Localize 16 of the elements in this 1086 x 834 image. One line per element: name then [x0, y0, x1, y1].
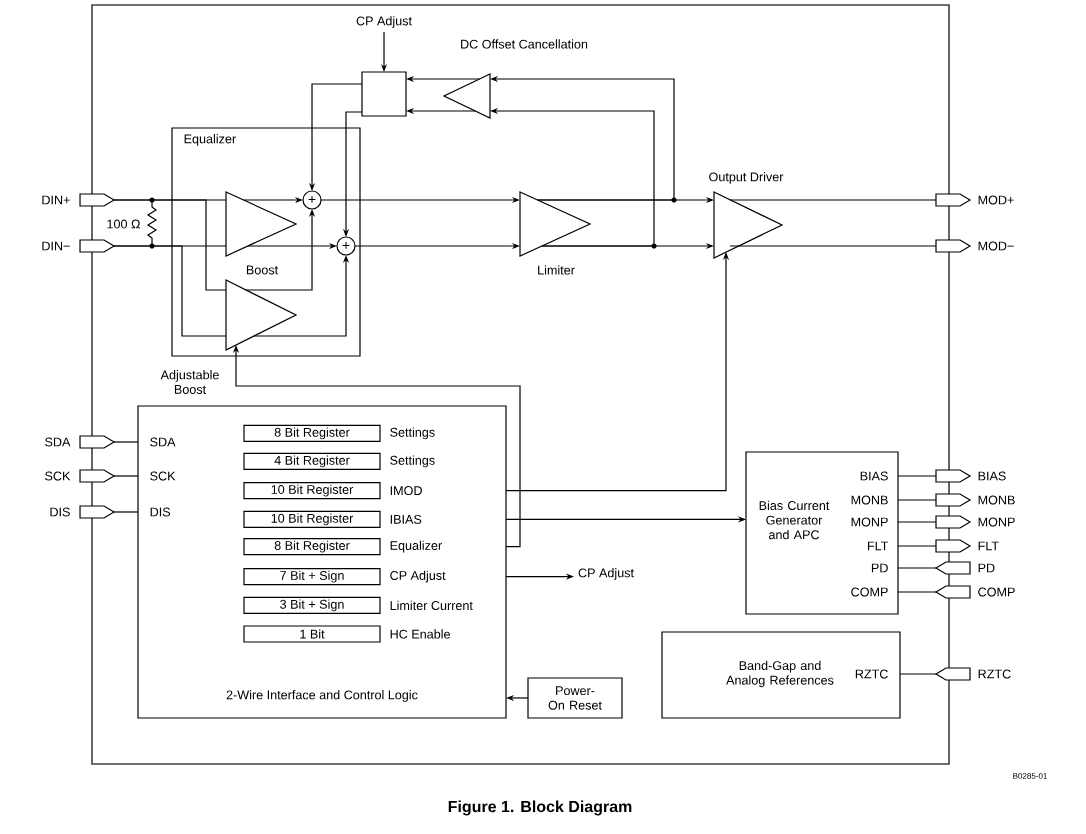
connector-line: [897, 475, 937, 477]
connector-line: [897, 499, 937, 501]
connector-line: [897, 567, 937, 569]
connector-line: [113, 245, 227, 337]
connector-line: [897, 545, 937, 547]
control-block-box: [361, 71, 407, 117]
connector-line: [897, 521, 937, 523]
connector-line: [113, 475, 139, 477]
connector-line: [113, 199, 227, 291]
connector-line: [729, 245, 937, 247]
connector-line: [729, 199, 937, 201]
connector-line: [897, 591, 937, 593]
connector-line: [113, 441, 139, 443]
connector-line: [113, 511, 139, 513]
connector-line: [899, 673, 937, 675]
figure-caption: Figure 1. Block Diagram: [448, 800, 632, 816]
